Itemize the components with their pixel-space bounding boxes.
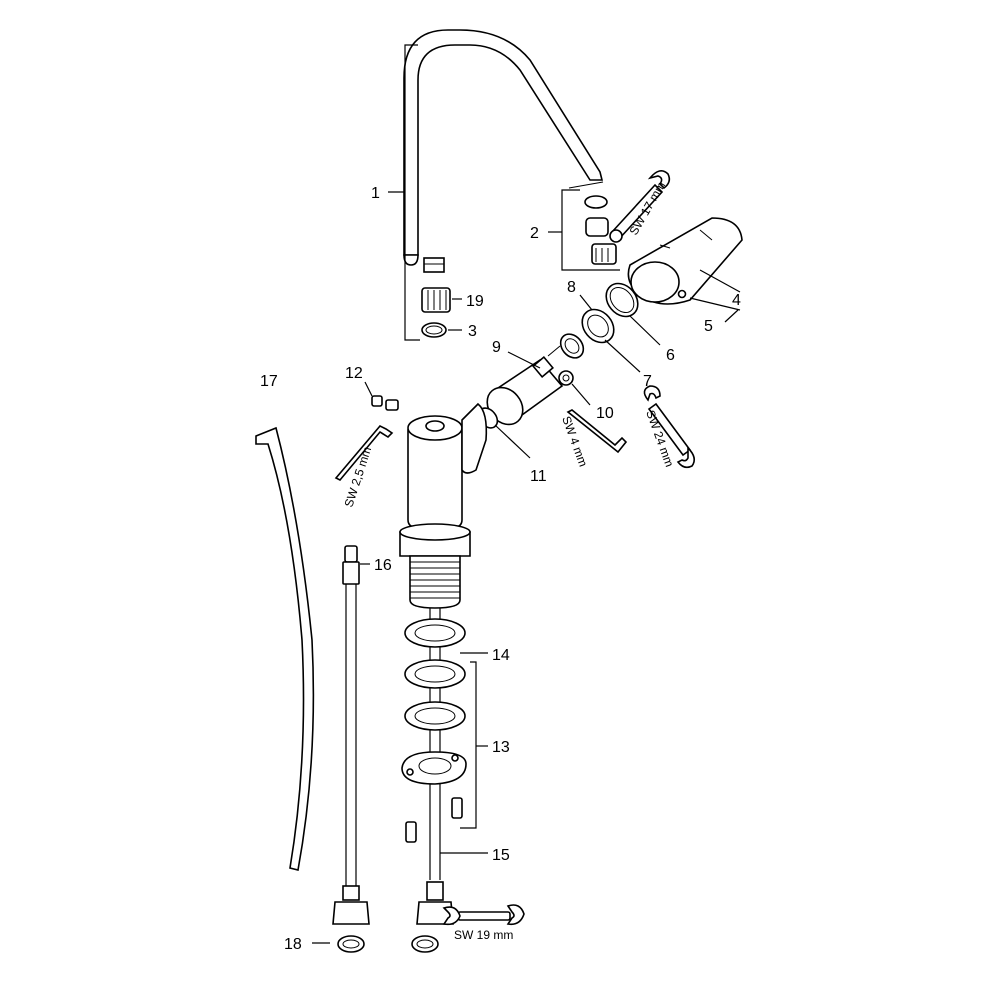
wrench-sw17-icon: [609, 170, 671, 243]
label-7: 7: [643, 373, 652, 390]
hex-key-sw25-icon: [334, 425, 394, 481]
label-1: 1: [371, 185, 380, 202]
bracket-2: [561, 189, 620, 271]
label-9: 9: [492, 339, 501, 356]
hose-17: [255, 426, 315, 871]
label-15: 15: [492, 847, 510, 864]
oring-3: [421, 322, 447, 338]
wrench-sw19-icon: [442, 904, 525, 926]
nut-8: [581, 308, 615, 344]
label-5: 5: [704, 318, 713, 335]
label-16: 16: [374, 557, 392, 574]
wrench-sw24-icon: [643, 385, 696, 469]
label-14: 14: [492, 647, 510, 664]
label-6: 6: [666, 347, 675, 364]
screw-5: [677, 289, 687, 299]
washer-18: [337, 935, 365, 953]
label-sw25: SW 2,5 mm: [342, 445, 375, 509]
label-13: 13: [492, 739, 510, 756]
grub-screw-12: [371, 395, 399, 411]
bolts: [405, 797, 463, 843]
spout: [403, 29, 604, 273]
screw-10: [558, 370, 574, 386]
hex-key-sw4-icon: [566, 409, 628, 454]
lever-handle-4: [627, 217, 743, 305]
label-12: 12: [345, 365, 363, 382]
label-3: 3: [468, 323, 477, 340]
label-18: 18: [284, 936, 302, 953]
aerator-2: [584, 195, 617, 265]
hose-16: [332, 545, 370, 925]
label-4: 4: [732, 292, 741, 309]
label-11: 11: [530, 468, 547, 485]
ring-6: [605, 282, 639, 318]
label-10: 10: [596, 405, 614, 422]
washers: [401, 618, 467, 785]
label-19: 19: [466, 293, 484, 310]
filter-19: [421, 287, 451, 313]
labels: 1 2 3 4 5 6 7 8 9 10 11 12 13 14 15 16 1…: [260, 185, 741, 953]
label-2: 2: [530, 225, 539, 242]
bracket-13: [460, 661, 477, 829]
tap-body: [399, 402, 488, 609]
label-sw19: SW 19 mm: [454, 928, 513, 942]
adapter-ring: [559, 333, 585, 359]
label-8: 8: [567, 279, 576, 296]
label-17: 17: [260, 373, 278, 390]
